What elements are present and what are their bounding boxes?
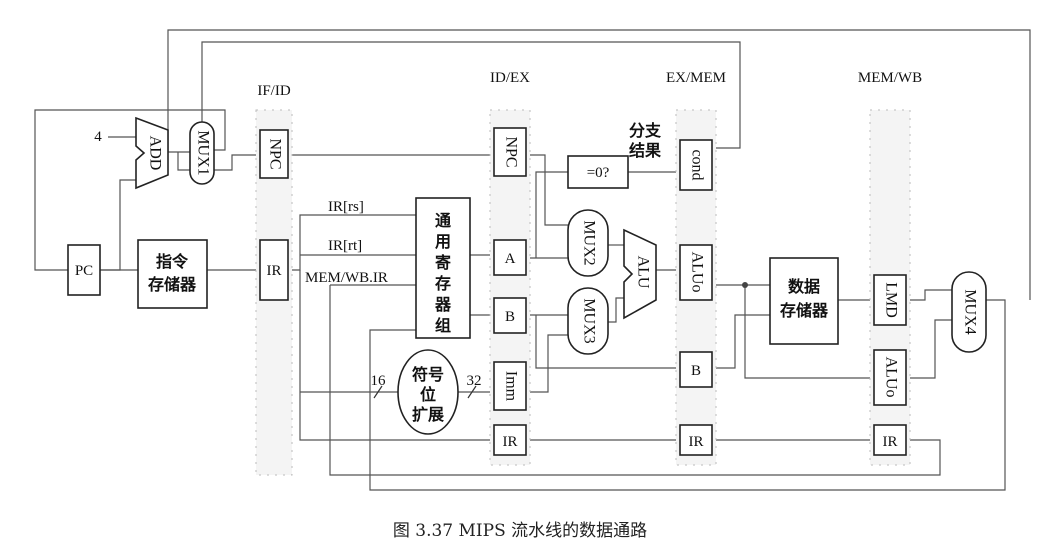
reg-id-ex-ir: IR — [493, 424, 527, 456]
sign-extend: 符号 位 扩展 — [397, 349, 459, 435]
adder: ADD — [135, 116, 169, 190]
width-16-tick — [373, 385, 383, 399]
stage-label-ex-mem: EX/MEM — [666, 70, 726, 86]
svg-text:寄: 寄 — [435, 253, 451, 272]
reg-ex-mem-ir: IR — [679, 424, 713, 456]
const-4-label: 4 — [94, 129, 102, 145]
register-file: 通 用 寄 存 器 组 — [415, 197, 471, 339]
svg-text:NPC: NPC — [266, 138, 283, 169]
wire-ir-to-idex-ir — [299, 270, 492, 441]
svg-text:ALUo: ALUo — [882, 357, 899, 398]
figure-caption: 图 3.37 MIPS 流水线的数据通路 — [393, 521, 647, 541]
svg-text:符号: 符号 — [412, 365, 444, 384]
svg-text:cond: cond — [688, 149, 705, 180]
svg-text:Imm: Imm — [502, 371, 519, 402]
wire-top-loop-1 — [167, 29, 1031, 300]
wire-pc-to-add — [100, 179, 138, 271]
width-32-label: 32 — [467, 373, 482, 389]
svg-text:IR: IR — [689, 434, 704, 450]
svg-text:LMD: LMD — [882, 282, 899, 318]
signal-ir-rs: IR[rs] — [328, 199, 364, 215]
reg-ex-mem-cond: cond — [679, 139, 713, 191]
svg-text:器: 器 — [434, 295, 452, 314]
branch-result-line2: 结果 — [628, 141, 661, 160]
svg-text:NPC: NPC — [502, 136, 519, 167]
stage-label-id-ex: ID/EX — [490, 70, 530, 86]
svg-text:组: 组 — [435, 316, 451, 335]
stage-label-if-id: IF/ID — [257, 83, 291, 99]
svg-text:存储器: 存储器 — [148, 275, 197, 294]
reg-mem-wb-aluo: ALUo — [873, 349, 907, 406]
branch-result-line1: 分支 — [629, 121, 662, 140]
mux1: MUX1 — [189, 121, 215, 185]
width-32-tick — [467, 385, 477, 399]
svg-text:IR: IR — [503, 434, 518, 450]
wire-b-to-exmem-b — [535, 315, 678, 369]
instruction-memory: 指令 存储器 — [137, 239, 208, 309]
svg-text:MUX1: MUX1 — [194, 130, 211, 175]
wire-mux3-to-alu — [608, 297, 624, 323]
svg-text:MUX2: MUX2 — [580, 220, 597, 265]
zero-test: =0? — [567, 155, 629, 189]
signal-memwb-ir: MEM/WB.IR — [305, 270, 388, 286]
data-memory: 数据 存储器 — [769, 257, 839, 345]
stage-label-mem-wb: MEM/WB — [858, 70, 922, 86]
svg-text:B: B — [691, 363, 701, 379]
wire-lmd-to-mux4 — [908, 289, 952, 301]
svg-text:ALU: ALU — [634, 256, 651, 289]
mux4: MUX4 — [951, 271, 987, 353]
wire-memwb-ir-return — [329, 285, 941, 476]
svg-text:数据: 数据 — [788, 277, 820, 296]
wire-mux1-to-pc — [34, 109, 226, 271]
svg-text:指令: 指令 — [156, 252, 189, 271]
svg-text:存储器: 存储器 — [780, 301, 829, 320]
reg-if-id-npc: NPC — [259, 129, 289, 179]
wire-imm-to-mux3 — [528, 334, 568, 393]
wire-aluo-to-memwb — [744, 285, 870, 379]
svg-text:A: A — [505, 251, 516, 267]
svg-text:ADD: ADD — [146, 136, 163, 171]
wire-ir-rs — [290, 214, 416, 271]
svg-text:=0?: =0? — [587, 165, 610, 181]
svg-text:B: B — [505, 309, 515, 325]
reg-id-ex-b: B — [493, 297, 527, 334]
wire-cond-to-mux1 — [201, 41, 741, 149]
wire-aluo-to-mux4 — [908, 319, 952, 379]
svg-text:用: 用 — [435, 232, 451, 251]
mux3: MUX3 — [567, 287, 609, 355]
svg-text:存: 存 — [435, 274, 451, 293]
width-16-label: 16 — [371, 373, 387, 389]
wire-writeback — [369, 299, 1006, 491]
svg-text:ALUo: ALUo — [688, 252, 705, 293]
svg-text:扩展: 扩展 — [412, 405, 445, 424]
junction-dot — [742, 282, 748, 288]
reg-id-ex-a: A — [493, 239, 527, 276]
svg-text:IR: IR — [267, 263, 282, 279]
reg-ex-mem-b: B — [679, 351, 713, 388]
reg-id-ex-imm: Imm — [493, 361, 527, 411]
svg-text:IR: IR — [883, 434, 898, 450]
wires — [34, 29, 1031, 491]
wire-npc-to-mux2 — [528, 154, 568, 226]
svg-text:MUX4: MUX4 — [961, 289, 978, 334]
svg-text:MUX3: MUX3 — [580, 298, 597, 343]
svg-text:位: 位 — [420, 385, 436, 404]
svg-text:通: 通 — [435, 211, 451, 230]
wire-add-to-npc — [177, 152, 258, 171]
svg-text:PC: PC — [75, 263, 93, 279]
signal-ir-rt: IR[rt] — [328, 238, 362, 254]
alu: ALU — [623, 228, 657, 320]
pc-register: PC — [67, 244, 101, 296]
reg-id-ex-npc: NPC — [493, 127, 527, 177]
reg-mem-wb-ir: IR — [873, 424, 907, 456]
reg-ex-mem-aluo: ALUo — [679, 244, 713, 301]
reg-if-id-ir: IR — [259, 239, 289, 301]
reg-mem-wb-lmd: LMD — [873, 274, 907, 326]
mux2: MUX2 — [567, 209, 609, 277]
wire-a-to-zero — [535, 171, 568, 258]
wire-b-to-dmem — [714, 314, 770, 369]
